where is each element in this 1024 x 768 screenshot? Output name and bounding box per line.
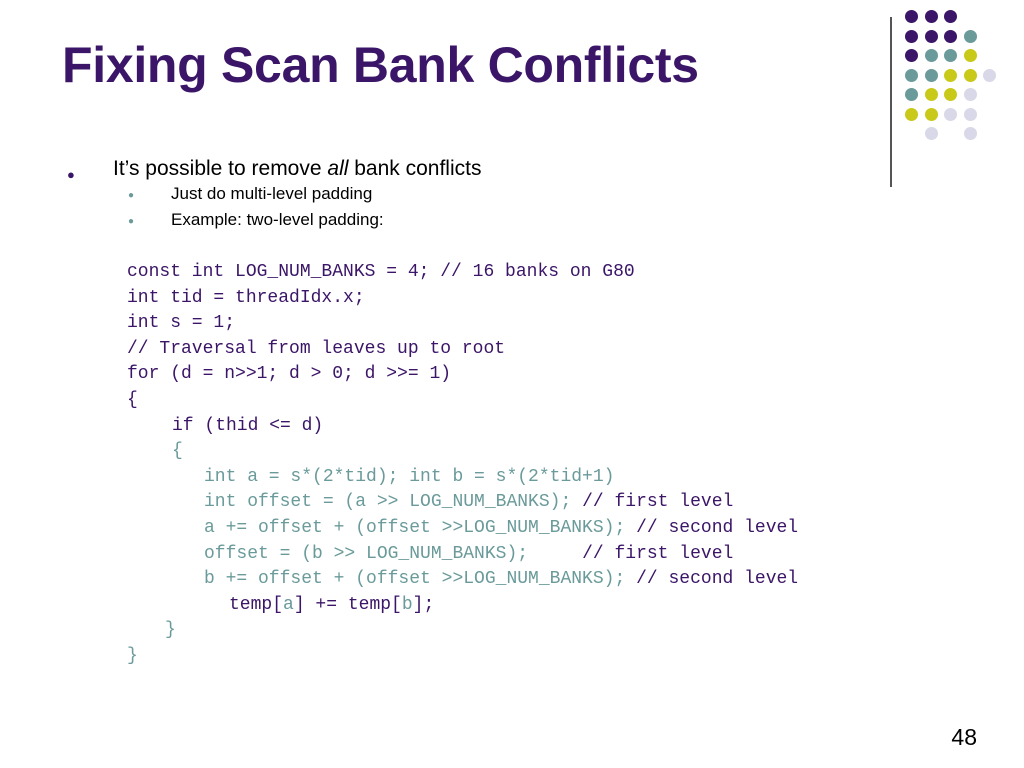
- code-line: int s = 1;: [127, 313, 236, 334]
- code-line: {: [127, 389, 138, 410]
- code-line: temp[a] += temp[b];: [127, 593, 798, 619]
- decorative-dot: [905, 68, 918, 82]
- code-line: }: [165, 620, 176, 641]
- decorative-dot: [924, 88, 938, 101]
- code-line: }: [127, 645, 138, 666]
- decorative-dot: [963, 68, 977, 82]
- code-token: a: [283, 594, 294, 615]
- decorative-dot: [924, 10, 938, 23]
- bullet-text-part: It’s possible to remove: [113, 157, 328, 180]
- code-line: if (thid <= d): [172, 415, 324, 436]
- code-comment: // first level: [571, 492, 734, 513]
- code-line: const int LOG_NUM_BANKS = 4; // 16 banks…: [127, 262, 635, 282]
- code-block: const int LOG_NUM_BANKS = 4; // 16 banks…: [127, 260, 798, 670]
- code-statement: a += offset + (offset >>LOG_NUM_BANKS);: [204, 517, 626, 538]
- code-statement: b += offset + (offset >>LOG_NUM_BANKS);: [204, 569, 626, 590]
- decorative-dot: [924, 107, 938, 121]
- decorative-dot: [944, 10, 957, 23]
- sub-bullet-text: Just do multi-level padding: [171, 184, 373, 203]
- code-token: ] += temp[: [293, 594, 402, 615]
- decorative-dot: [924, 68, 938, 82]
- decorative-dot: [905, 29, 918, 43]
- decorative-dot: [924, 127, 938, 140]
- decorative-dot: [905, 107, 918, 121]
- code-statement: offset = (b >> LOG_NUM_BANKS);: [204, 543, 529, 564]
- code-line: // Traversal from leaves up to root: [127, 338, 506, 359]
- decorative-dot: [944, 49, 957, 62]
- code-statement: int offset = (a >> LOG_NUM_BANKS);: [204, 492, 572, 513]
- decorative-dot: [963, 107, 977, 121]
- sub-bullet-icon: ●: [128, 216, 135, 227]
- page-number: 48: [951, 724, 977, 750]
- code-token: ];: [412, 594, 435, 615]
- code-token: temp[: [229, 594, 284, 615]
- decorative-dot: [963, 88, 977, 101]
- code-comment: // second level: [625, 517, 799, 538]
- code-line: b += offset + (offset >>LOG_NUM_BANKS); …: [127, 567, 798, 593]
- code-line: {: [172, 441, 183, 462]
- decorative-dot: [905, 10, 918, 23]
- decorative-dot: [905, 49, 918, 62]
- code-comment: // second level: [625, 569, 799, 590]
- slide-title: Fixing Scan Bank Conflicts: [62, 37, 699, 93]
- bullet-text: It’s possible to remove all bank conflic…: [113, 157, 481, 181]
- decorative-dot: [944, 107, 957, 121]
- decorative-dot-grid: [905, 10, 1010, 170]
- decorative-dot: [944, 88, 957, 101]
- title-divider: [890, 17, 892, 187]
- code-line: int tid = threadIdx.x;: [127, 287, 365, 308]
- code-line: a += offset + (offset >>LOG_NUM_BANKS); …: [127, 516, 798, 542]
- decorative-dot: [983, 68, 996, 82]
- code-line: for (d = n>>1; d > 0; d >>= 1): [127, 364, 452, 385]
- decorative-dot: [963, 49, 977, 62]
- decorative-dot: [944, 68, 957, 82]
- decorative-dot: [924, 29, 938, 43]
- sub-bullet-icon: ●: [128, 190, 135, 201]
- decorative-dot: [963, 127, 977, 140]
- code-comment: // first level: [528, 543, 734, 564]
- code-line: offset = (b >> LOG_NUM_BANKS); // first …: [127, 542, 798, 568]
- code-line: int a = s*(2*tid); int b = s*(2*tid+1): [204, 466, 615, 487]
- sub-bullet-text: Example: two-level padding:: [171, 210, 384, 229]
- bullet-icon: ●: [67, 167, 75, 182]
- bullet-text-part: bank conflicts: [348, 157, 482, 180]
- code-token: b: [401, 594, 413, 615]
- decorative-dot: [905, 88, 918, 101]
- bullet-text-emphasis: all: [327, 157, 349, 180]
- decorative-dot: [924, 49, 938, 62]
- decorative-dot: [944, 29, 957, 43]
- code-line: int offset = (a >> LOG_NUM_BANKS); // fi…: [127, 490, 798, 516]
- decorative-dot: [963, 29, 977, 43]
